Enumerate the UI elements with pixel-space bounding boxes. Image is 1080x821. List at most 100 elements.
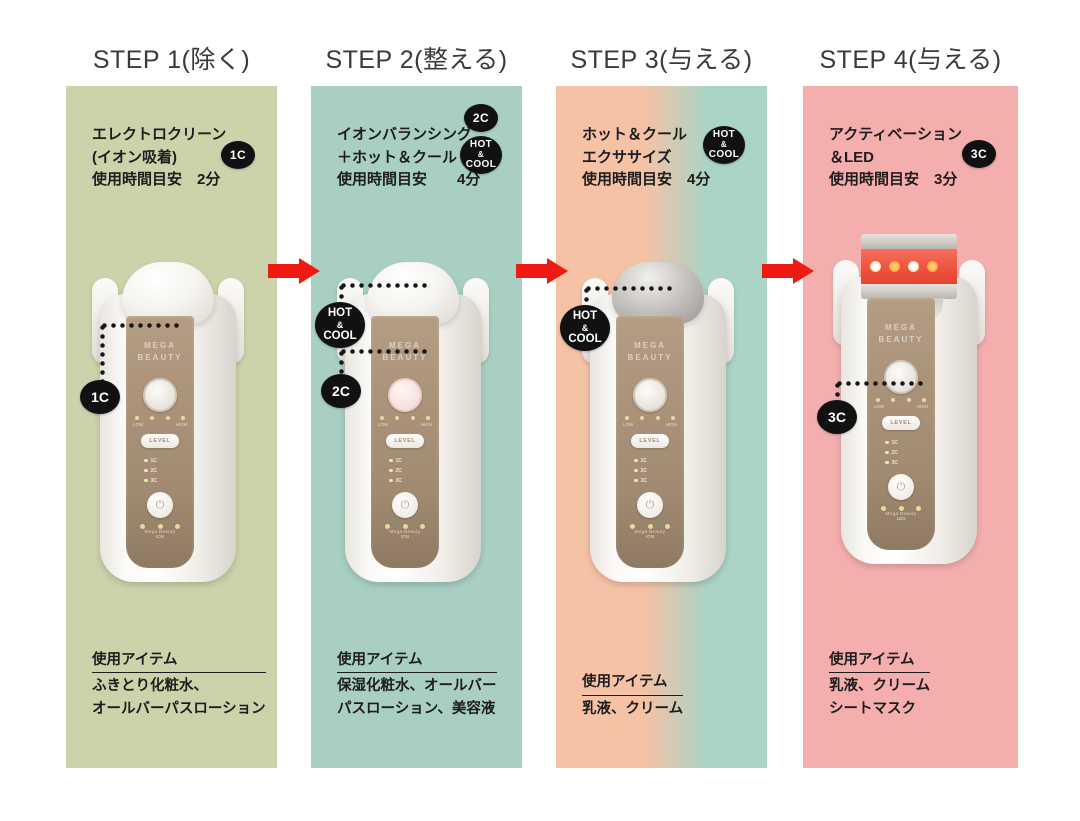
device-level-high: HIGH bbox=[420, 422, 432, 427]
device-faceplate: MEGA BEAUTY LOW HIGH LEVEL 1C 2C 3C ⏻ LE… bbox=[867, 298, 935, 550]
device-brand-line-1: MEGA bbox=[144, 341, 176, 350]
device-faceplate: MEGA BEAUTY LOW HIGH LEVEL 1C 2C 3C ⏻ IO… bbox=[126, 316, 194, 568]
device-mode-1: 1C bbox=[885, 438, 898, 448]
device-level-scale: LOW HIGH bbox=[378, 422, 432, 427]
step-1-items-line-2: オールバーパスローション bbox=[92, 700, 266, 717]
device-level-button[interactable]: LEVEL bbox=[386, 434, 424, 448]
device-bottom-leds bbox=[385, 524, 425, 529]
device-level-scale: LOW HIGH bbox=[623, 422, 677, 427]
device-brand-line-1: MEGA bbox=[885, 323, 917, 332]
arrow-head bbox=[547, 258, 568, 284]
flow-arrow-1-to-2 bbox=[268, 258, 320, 284]
device-mode-3: 3C bbox=[389, 476, 402, 486]
callout-amp-label: & bbox=[336, 319, 344, 330]
power-icon: ⏻ bbox=[896, 480, 906, 493]
device-brand-line-2: BEAUTY bbox=[627, 353, 673, 362]
flow-arrow-2-to-3 bbox=[516, 258, 568, 284]
step-2-heading-line-2: ＋ホット＆クール bbox=[337, 148, 458, 166]
led-bar-top bbox=[861, 234, 957, 249]
step-2-heading-line-1: イオンバランシング bbox=[337, 126, 473, 143]
device-mode-button[interactable] bbox=[143, 378, 177, 412]
power-icon: ⏻ bbox=[645, 498, 655, 511]
step-panel-4: アクティベーション ＆LED 使用時間目安 3分 3C bbox=[803, 86, 1018, 768]
badge-hot-label: HOT bbox=[469, 139, 493, 150]
callout-leader-horizontal-hotcool bbox=[584, 286, 674, 291]
device-brand-line-1: MEGA bbox=[634, 341, 666, 350]
arrow-head bbox=[793, 258, 814, 284]
device-led-attachment bbox=[861, 234, 957, 320]
power-icon: ⏻ bbox=[155, 498, 165, 511]
device-bottom-label: ION bbox=[400, 534, 409, 539]
step-3-items-header: 使用アイテム bbox=[582, 671, 684, 696]
step-3-items: 使用アイテム 乳液、クリーム bbox=[582, 671, 684, 720]
device-mode-2: 2C bbox=[634, 466, 647, 476]
device-level-scale: LOW HIGH bbox=[133, 422, 187, 427]
step-1-heading-line-1: エレクトロクリーン bbox=[92, 126, 227, 143]
badge-amp-label: & bbox=[720, 140, 728, 149]
arrow-shaft bbox=[268, 264, 301, 278]
device-bottom-leds bbox=[881, 506, 921, 511]
step-title-2: STEP 2(整える) bbox=[325, 46, 508, 74]
device-mode-list: 1C 2C 3C bbox=[144, 456, 157, 486]
device-level-low: LOW bbox=[623, 422, 634, 427]
callout-leader-vertical-1 bbox=[100, 323, 105, 385]
step-4-heading: アクティベーション ＆LED 使用時間目安 3分 bbox=[829, 124, 962, 192]
led-glow-panel bbox=[861, 249, 957, 284]
device-maker: Mega Beauty bbox=[885, 511, 917, 516]
device-mode-button[interactable] bbox=[633, 378, 667, 412]
device-power-button[interactable]: ⏻ bbox=[888, 474, 914, 500]
callout-badge-hot-cool: HOT & COOL bbox=[560, 305, 610, 351]
step-1-heading: エレクトロクリーン (イオン吸着) 使用時間目安 2分 bbox=[92, 124, 226, 192]
step-4-heading-line-2: ＆LED bbox=[829, 148, 875, 166]
step-2-items-line-1: 保湿化粧水、オールバー bbox=[337, 678, 497, 695]
device-level-high: HIGH bbox=[916, 404, 928, 409]
device-mode-button[interactable] bbox=[884, 360, 918, 394]
device-level-high: HIGH bbox=[665, 422, 677, 427]
device-illustration-step-4: MEGA BEAUTY LOW HIGH LEVEL 1C 2C 3C ⏻ LE… bbox=[833, 234, 985, 566]
device-mode-list: 1C 2C 3C bbox=[634, 456, 647, 486]
step-3-items-line-1: 乳液、クリーム bbox=[582, 700, 684, 717]
callout-amp-label: & bbox=[581, 322, 589, 333]
device-power-button[interactable]: ⏻ bbox=[392, 492, 418, 518]
device-faceplate: MEGA BEAUTY LOW HIGH LEVEL 1C 2C 3C ⏻ IO… bbox=[616, 316, 684, 568]
step-panel-3: ホット＆クール エクササイズ 使用時間目安 4分 HOT & COOL MEGA… bbox=[556, 86, 767, 768]
callout-badge-2c: 2C bbox=[321, 374, 361, 408]
step-3-heading: ホット＆クール エクササイズ 使用時間目安 4分 bbox=[582, 124, 710, 192]
step-panel-1: エレクトロクリーン (イオン吸着) 使用時間目安 2分 1C MEGA BEAU… bbox=[66, 86, 277, 768]
device-brand-line-2: BEAUTY bbox=[382, 353, 428, 362]
device-level-leds bbox=[135, 416, 185, 420]
flow-arrow-3-to-4 bbox=[762, 258, 814, 284]
badge-cool-label: COOL bbox=[465, 159, 497, 170]
device-level-leds bbox=[380, 416, 430, 420]
step-4-items-line-1: 乳液、クリーム bbox=[829, 678, 931, 695]
step-4-heading-line-3: 使用時間目安 3分 bbox=[829, 171, 958, 188]
device-level-low: LOW bbox=[378, 422, 389, 427]
led-bar-bottom bbox=[861, 284, 957, 299]
device-power-button[interactable]: ⏻ bbox=[147, 492, 173, 518]
device-mode-button[interactable] bbox=[388, 378, 422, 412]
callout-leader-vertical-hotcool bbox=[584, 286, 589, 308]
device-bottom-label: ION bbox=[645, 534, 654, 539]
callout-badge-hot-cool: HOT & COOL bbox=[315, 302, 365, 348]
device-level-button[interactable]: LEVEL bbox=[631, 434, 669, 448]
device-level-button[interactable]: LEVEL bbox=[141, 434, 179, 448]
device-illustration-step-3: MEGA BEAUTY LOW HIGH LEVEL 1C 2C 3C ⏻ IO… bbox=[582, 254, 734, 584]
device-bottom-label: ION bbox=[155, 534, 164, 539]
device-brand-line-2: BEAUTY bbox=[137, 353, 183, 362]
callout-leader-horizontal-hotcool bbox=[339, 283, 429, 288]
step-2-heading: イオンバランシング ＋ホット＆クール 使用時間目安 4分 bbox=[337, 124, 480, 192]
badge-hot-label: HOT bbox=[712, 129, 736, 140]
device-mode-1: 1C bbox=[389, 456, 402, 466]
device-level-button[interactable]: LEVEL bbox=[882, 416, 920, 430]
device-maker: Mega Beauty bbox=[634, 529, 666, 534]
led-dot bbox=[889, 261, 900, 272]
device-level-leds bbox=[876, 398, 926, 402]
device-power-button[interactable]: ⏻ bbox=[637, 492, 663, 518]
device-illustration-step-1: MEGA BEAUTY LOW HIGH LEVEL 1C 2C 3C ⏻ IO… bbox=[92, 254, 244, 584]
device-mode-2: 2C bbox=[885, 448, 898, 458]
device-level-low: LOW bbox=[874, 404, 885, 409]
step-2-items: 使用アイテム 保湿化粧水、オールバー パスローション、美容液 bbox=[337, 649, 497, 720]
device-bottom-label: LED bbox=[896, 516, 906, 521]
device-level-leds bbox=[625, 416, 675, 420]
device-illustration-step-2: MEGA BEAUTY LOW HIGH LEVEL 1C 2C 3C ⏻ IO… bbox=[337, 254, 489, 584]
